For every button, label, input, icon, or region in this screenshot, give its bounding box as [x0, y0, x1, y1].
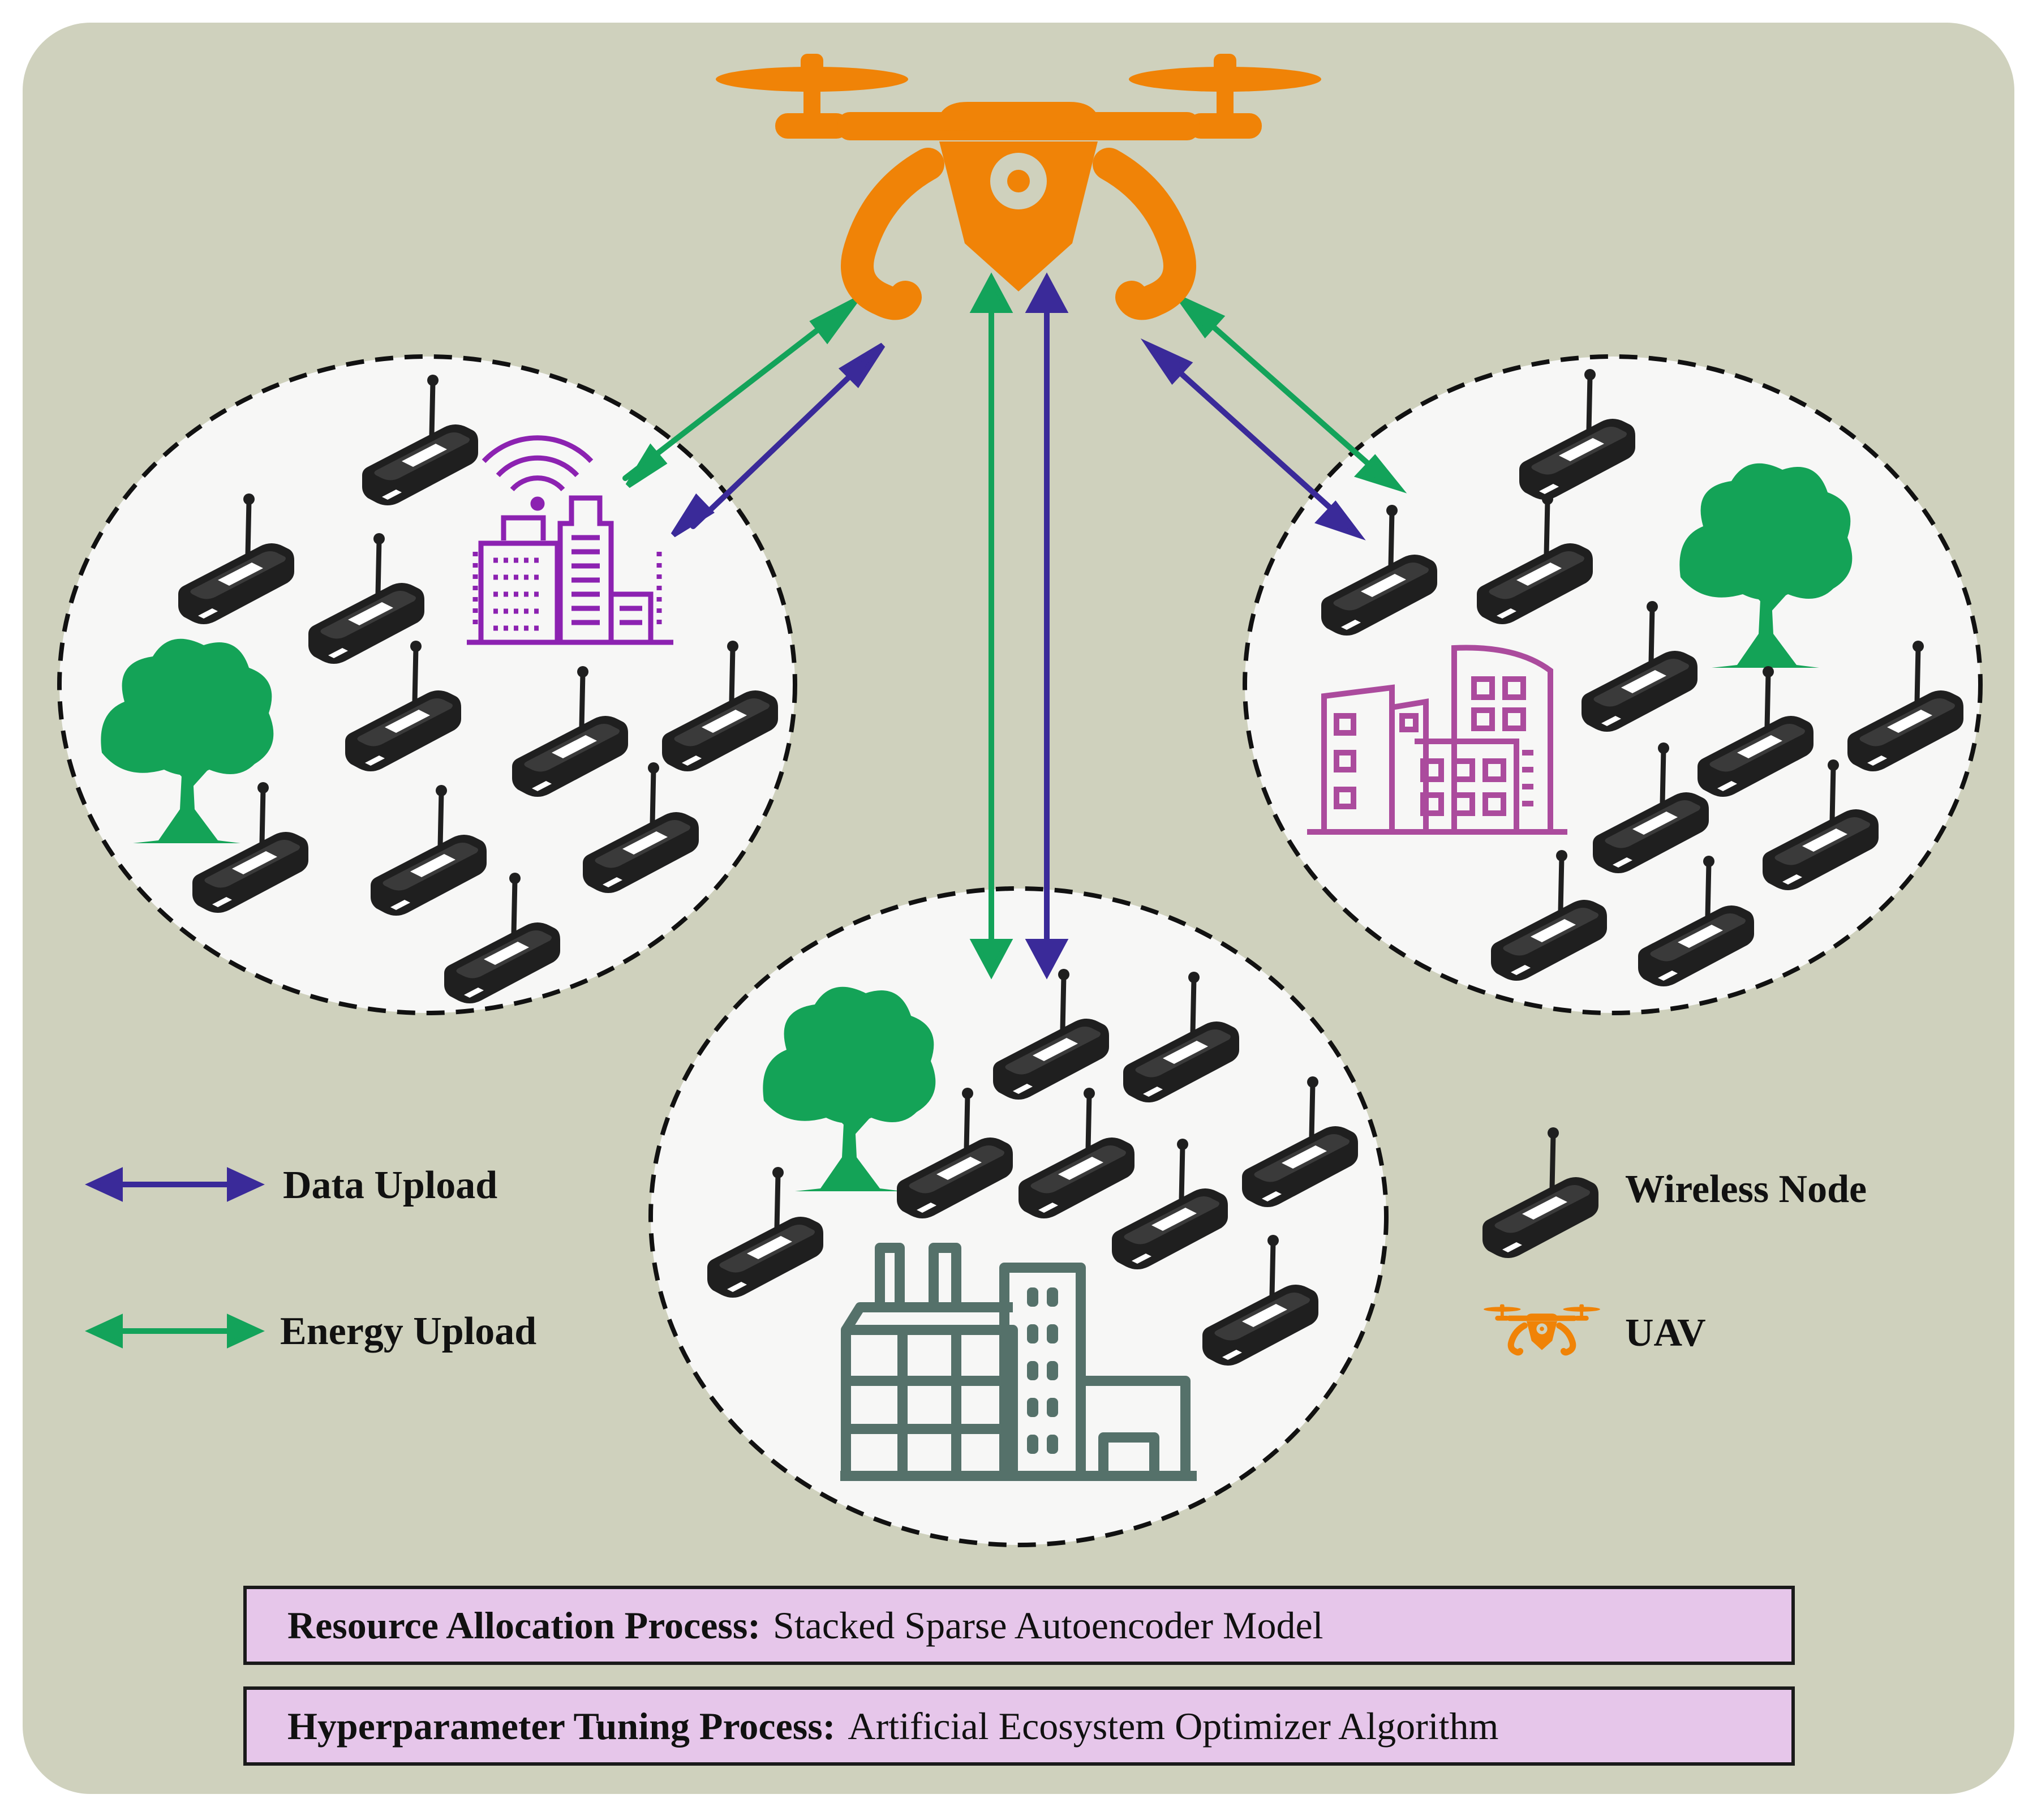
factory-windows — [1027, 1287, 1058, 1454]
data-arrow-right — [1140, 338, 1366, 540]
legend-uav: UAV — [1484, 1304, 1706, 1355]
energy-arrow-right — [1171, 291, 1407, 493]
smart-city-building-icon — [467, 435, 673, 645]
energy-arrow-left — [622, 297, 859, 488]
data-arrow-center — [1025, 272, 1069, 980]
legend-data-upload: Data Upload — [85, 1164, 497, 1207]
legend-uav-label: UAV — [1625, 1311, 1706, 1355]
resource-allocation-bar: Resource Allocation Process: Stacked Spa… — [243, 1586, 1795, 1665]
hyperparameter-tuning-title: Hyperparameter Tuning Process: — [287, 1704, 836, 1748]
resource-allocation-value: Stacked Sparse Autoencoder Model — [773, 1603, 1323, 1647]
resource-allocation-title: Resource Allocation Process: — [287, 1603, 760, 1647]
apartment-building-icon — [1307, 645, 1567, 835]
data-arrow-left — [671, 342, 886, 538]
cluster-bottom — [648, 886, 1389, 1547]
factory-icon — [840, 1243, 1197, 1481]
legend-data-upload-label: Data Upload — [283, 1164, 497, 1207]
hyperparameter-tuning-bar: Hyperparameter Tuning Process: Artificia… — [243, 1686, 1795, 1766]
legend-wireless-node: Wireless Node — [1482, 1127, 1867, 1258]
energy-arrow-center — [969, 272, 1013, 980]
legend-energy-upload: Energy Upload — [85, 1310, 536, 1353]
legend-energy-upload-label: Energy Upload — [280, 1310, 536, 1353]
legend-wireless-node-label: Wireless Node — [1625, 1167, 1867, 1211]
connection-arrows — [622, 272, 1407, 980]
hyperparameter-tuning-value: Artificial Ecosystem Optimizer Algorithm — [848, 1704, 1499, 1748]
